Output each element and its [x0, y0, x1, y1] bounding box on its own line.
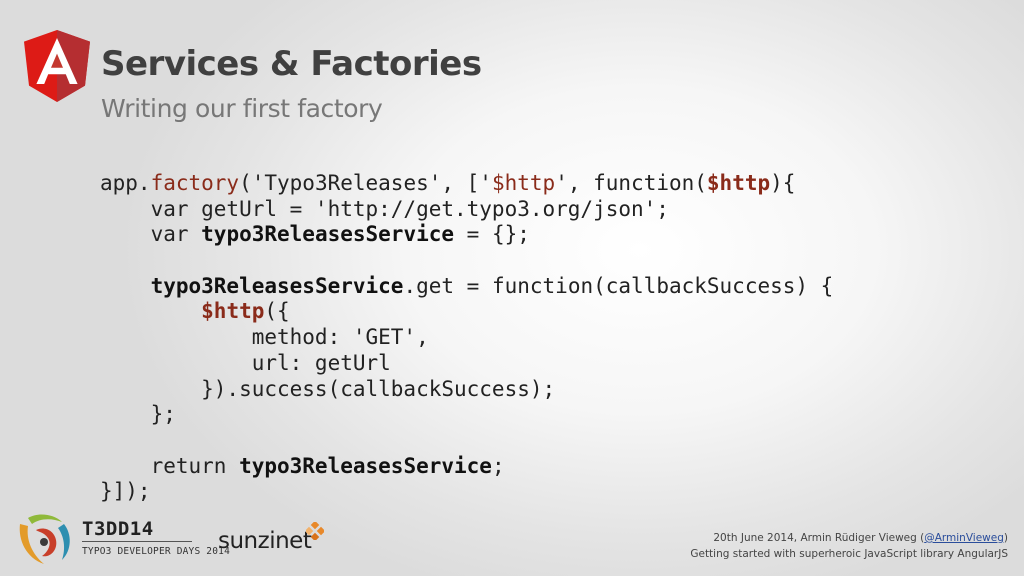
- code-line: [100, 248, 833, 274]
- code-token: ;: [491, 453, 505, 478]
- code-token: url: getUrl: [100, 350, 391, 375]
- code-token: $http: [491, 171, 556, 195]
- code-line: }).success(callbackSuccess);: [100, 377, 833, 403]
- code-token: };: [100, 402, 176, 427]
- code-token: typo3ReleasesService: [150, 273, 404, 298]
- code-token: $http: [706, 171, 771, 195]
- footer-logos: T3DD14 TYPO3 DEVELOPER DAYS 2014 sunzine…: [10, 508, 340, 572]
- code-line: };: [100, 402, 833, 428]
- code-token: = {};: [454, 222, 530, 247]
- sunzinet-logo-icon: [306, 522, 324, 540]
- code-line: [100, 428, 833, 454]
- code-token: var getUrl = 'http://get.typo3.org/json'…: [100, 196, 669, 221]
- event-subtitle: TYPO3 DEVELOPER DAYS 2014: [82, 546, 230, 557]
- code-token: [100, 274, 151, 298]
- code-token: return: [100, 453, 240, 478]
- code-line: return typo3ReleasesService;: [100, 454, 833, 480]
- slide-title: Services & Factories: [101, 44, 482, 84]
- code-token: typo3ReleasesService: [239, 453, 492, 478]
- footer-line-2: Getting started with superheroic JavaScr…: [690, 548, 1008, 560]
- code-line: app.factory('Typo3Releases', ['$http', f…: [100, 171, 833, 197]
- code-token: ', function(: [555, 171, 707, 195]
- twitter-handle-link[interactable]: @ArminVieweg: [924, 532, 1004, 544]
- code-token: }]);: [100, 479, 151, 504]
- event-divider: [82, 541, 192, 542]
- code-line: typo3ReleasesService.get = function(call…: [100, 273, 834, 300]
- code-token: ('Typo3Releases', [': [239, 171, 492, 195]
- t3dd-logo-icon: [19, 514, 70, 564]
- code-line: method: 'GET',: [100, 325, 833, 351]
- code-line: url: getUrl: [100, 351, 833, 377]
- code-token: ){: [770, 171, 796, 195]
- code-line: var typo3ReleasesService = {};: [100, 222, 833, 248]
- code-token: app.: [100, 171, 151, 195]
- slide-subtitle: Writing our first factory: [101, 94, 383, 123]
- code-token: $http: [201, 299, 265, 324]
- code-token: typo3ReleasesService: [201, 222, 455, 247]
- code-token: [100, 299, 201, 323]
- code-token: factory: [150, 171, 240, 195]
- angular-logo-icon: [24, 30, 90, 102]
- code-token: }).success(callbackSuccess);: [100, 376, 556, 401]
- code-token: .get = function(callbackSuccess) {: [403, 273, 834, 298]
- sponsor-name: sunzinet: [218, 528, 312, 554]
- code-token: var: [100, 222, 202, 247]
- footer-author: 20th June 2014, Armin Rüdiger Vieweg (: [713, 532, 925, 544]
- footer-line-1: 20th June 2014, Armin Rüdiger Vieweg (@A…: [690, 530, 1008, 546]
- footer-paren: ): [1003, 532, 1008, 544]
- code-block: app.factory('Typo3Releases', ['$http', f…: [100, 171, 833, 505]
- event-name: T3DD14: [82, 518, 154, 540]
- footer-credits: 20th June 2014, Armin Rüdiger Vieweg (@A…: [690, 530, 1008, 562]
- code-line: }]);: [100, 479, 833, 505]
- code-token: method: 'GET',: [100, 325, 429, 350]
- code-token: ({: [264, 299, 290, 324]
- code-line: $http({: [100, 299, 833, 325]
- code-line: var getUrl = 'http://get.typo3.org/json'…: [100, 197, 833, 223]
